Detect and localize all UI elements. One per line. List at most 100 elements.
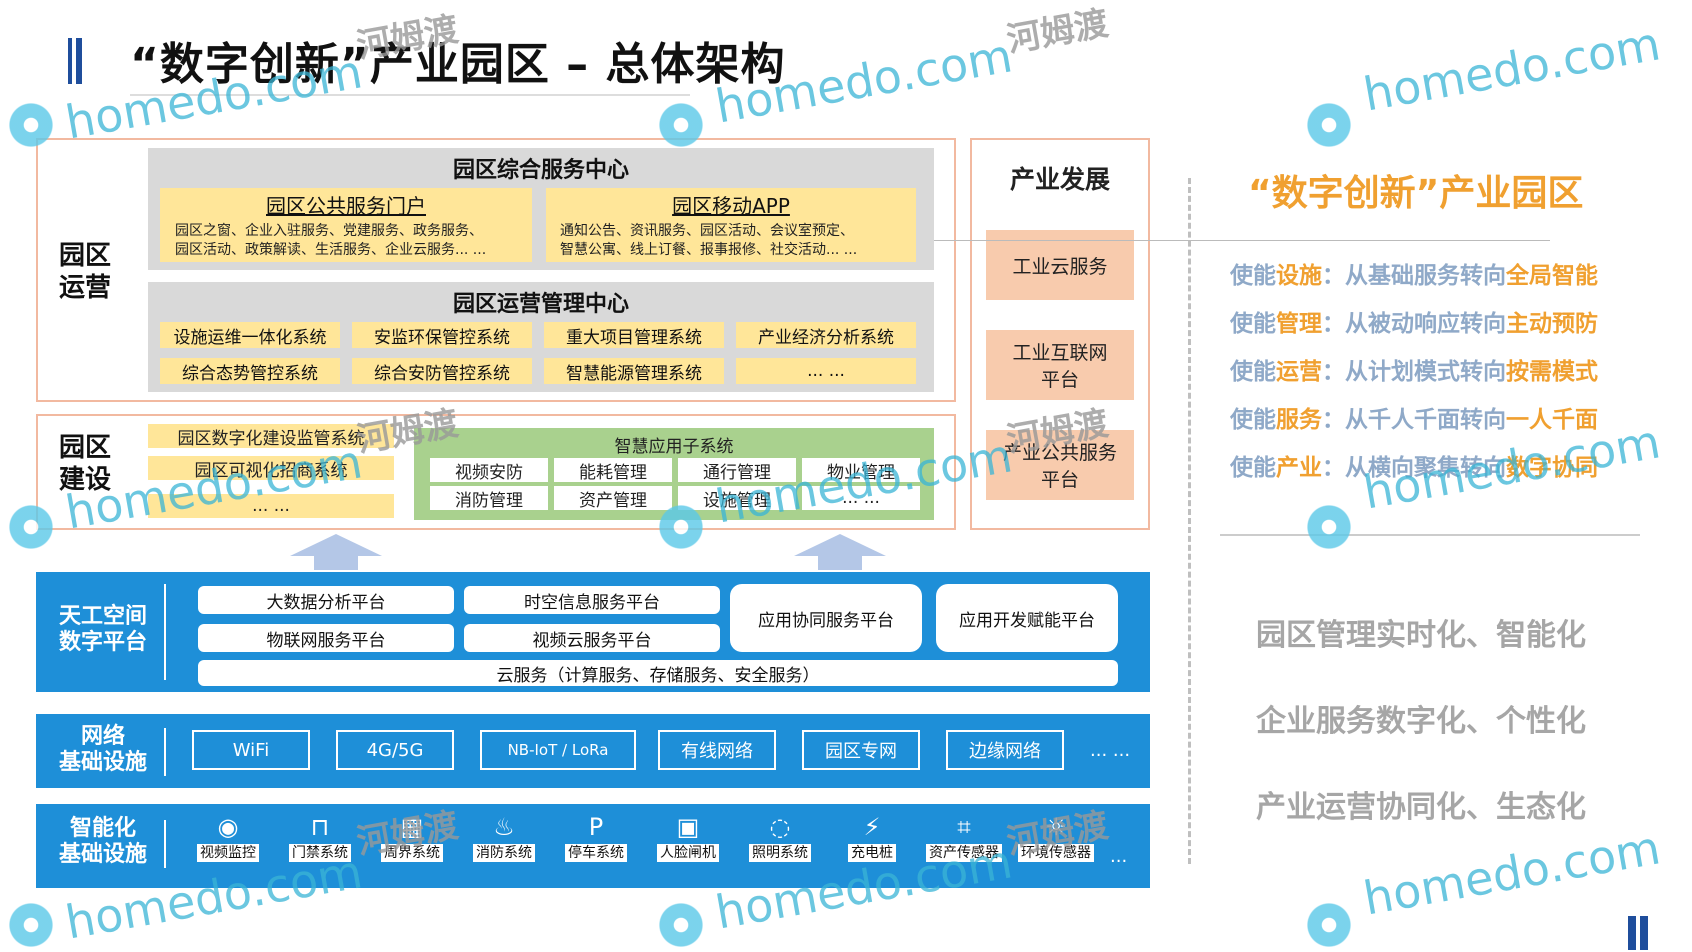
device-item[interactable]: ⚡充电桩 <box>828 812 916 862</box>
smart-app-item[interactable]: 物业管理 <box>802 458 920 483</box>
construction-item[interactable]: 园区数字化建设监管系统 <box>148 424 394 449</box>
portal-card[interactable] <box>160 188 532 262</box>
watermark-flower-icon <box>654 98 708 152</box>
industry-item[interactable]: 工业云服务 <box>986 230 1134 300</box>
app-text: 通知公告、资讯服务、园区活动、会议室预定、 智慧公寓、线上订餐、报事报修、社交活… <box>560 223 858 258</box>
network-band <box>36 714 1150 788</box>
watermark-flower-icon <box>4 98 58 152</box>
enable-line-mid: ：从被动响应转向 <box>1322 311 1506 337</box>
enable-line-end: 主动预防 <box>1506 311 1598 337</box>
watermark-flower-icon <box>1302 98 1356 152</box>
device-label: 人脸闸机 <box>657 844 719 862</box>
network-more: ... ... <box>1090 740 1131 761</box>
device-item[interactable]: ⌗ 资产传感器 <box>920 812 1008 862</box>
app-card[interactable] <box>546 188 916 262</box>
app-title[interactable]: 园区移动APP <box>672 194 790 218</box>
construction-item[interactable]: 园区可视化招商系统 <box>148 456 394 481</box>
device-label: 视频监控 <box>197 844 259 862</box>
watermark-brand: homedo.com <box>1359 820 1665 926</box>
network-item[interactable]: WiFi <box>192 730 310 770</box>
enable-line-key: 产业 <box>1276 455 1322 481</box>
platform-item[interactable]: 时空信息服务平台 <box>464 586 720 614</box>
device-item[interactable]: ⊓ 门禁系统 <box>276 812 364 862</box>
network-item[interactable]: 园区专网 <box>802 730 920 770</box>
enable-line: 使能管理：从被动响应转向主动预防 <box>1230 304 1670 352</box>
platform-big-item[interactable]: 应用协同服务平台 <box>730 584 922 652</box>
watermark-cn: 河姆渡 <box>1003 3 1112 61</box>
mgmt-system[interactable]: 综合态势管控系统 <box>160 358 340 384</box>
platform-divider <box>164 584 166 680</box>
goal-item: 企业服务数字化、个性化 <box>1256 704 1586 739</box>
sensor-icon: ⌗ <box>957 813 971 841</box>
device-label: 充电桩 <box>848 844 896 862</box>
platform-item[interactable]: 物联网服务平台 <box>198 624 454 652</box>
cloud-services[interactable]: 云服务（计算服务、存储服务、安全服务） <box>198 660 1118 686</box>
mgmt-system[interactable]: 重大项目管理系统 <box>544 322 724 348</box>
enable-line-mid: ：从千人千面转向 <box>1322 407 1506 433</box>
network-item[interactable]: 4G/5G <box>336 730 454 770</box>
smart-app-title: 智慧应用子系统 <box>614 437 734 457</box>
industry-item[interactable]: 产业公共服务 平台 <box>986 430 1134 500</box>
device-label: 资产传感器 <box>926 844 1002 862</box>
device-item[interactable]: ◉视频监控 <box>184 812 272 862</box>
smart-app-item[interactable]: 资产管理 <box>554 486 672 511</box>
network-item[interactable]: 有线网络 <box>658 730 776 770</box>
industry-title: 产业发展 <box>1009 165 1110 194</box>
smart-app-item[interactable]: 消防管理 <box>430 486 548 511</box>
corner-accent-bar <box>1640 916 1648 950</box>
up-arrow-right <box>794 534 886 570</box>
device-item[interactable]: ☼环境传感器 <box>1012 812 1100 862</box>
portal-title[interactable]: 园区公共服务门户 <box>266 194 426 218</box>
platform-item[interactable]: 大数据分析平台 <box>198 586 454 614</box>
enable-line-pre: 使能 <box>1230 311 1276 337</box>
goal-item: 园区管理实时化、智能化 <box>1256 618 1586 653</box>
face-gate-icon: ▣ <box>676 813 700 841</box>
gate-icon: ⊓ <box>310 813 330 841</box>
fence-icon: ▦ <box>400 813 424 841</box>
construction-label: 园区 建设 <box>58 433 111 495</box>
watermark-flower-icon <box>4 500 58 554</box>
network-item[interactable]: NB-IoT / LoRa <box>480 730 636 770</box>
page-title: “数字创新”产业园区 – 总体架构 <box>130 39 786 90</box>
enable-line: 使能服务：从千人千面转向一人千面 <box>1230 400 1670 448</box>
device-item[interactable]: ▣ 人脸闸机 <box>644 812 732 862</box>
smart-app-item[interactable]: 视频安防 <box>430 458 548 483</box>
portal-text: 园区之窗、企业入驻服务、党建服务、政务服务、 园区活动、政策解读、生活服务、企业… <box>175 223 487 258</box>
mgmt-system[interactable]: 综合安防管控系统 <box>352 358 532 384</box>
network-item[interactable]: 边缘网络 <box>946 730 1064 770</box>
enable-line-mid: ：从基础服务转向 <box>1322 263 1506 289</box>
enable-line-pre: 使能 <box>1230 263 1276 289</box>
industry-item[interactable]: 工业互联网 平台 <box>986 330 1134 400</box>
device-item[interactable]: ♨消防系统 <box>460 812 548 862</box>
device-label: 门禁系统 <box>289 844 351 862</box>
mgmt-system[interactable]: 安监环保管控系统 <box>352 322 532 348</box>
enable-line-mid: ：从计划模式转向 <box>1322 359 1506 385</box>
device-item[interactable]: ◌照明系统 <box>736 812 824 862</box>
mgmt-system[interactable]: 产业经济分析系统 <box>736 322 916 348</box>
mgmt-system[interactable]: 智慧能源管理系统 <box>544 358 724 384</box>
enable-line-key: 设施 <box>1276 263 1322 289</box>
mgmt-system[interactable]: 设施运维一体化系统 <box>160 322 340 348</box>
device-item[interactable]: ▦周界系统 <box>368 812 456 862</box>
mgmt-system[interactable]: ... ... <box>736 358 916 384</box>
parking-icon: P <box>588 813 604 841</box>
platform-big-item[interactable]: 应用开发赋能平台 <box>936 584 1118 652</box>
enable-line-pre: 使能 <box>1230 407 1276 433</box>
devices-more: ... <box>1110 846 1128 867</box>
watermark-brand: homedo.com <box>1359 16 1665 122</box>
platform-item[interactable]: 视频云服务平台 <box>464 624 720 652</box>
smart-app-item[interactable]: ... ... <box>802 486 920 510</box>
watermark-flower-icon <box>654 898 708 952</box>
smart-app-item[interactable]: 能耗管理 <box>554 458 672 483</box>
watermark-flower-icon <box>4 898 58 952</box>
enable-line: 使能设施：从基础服务转向全局智能 <box>1230 256 1670 304</box>
device-label: 消防系统 <box>473 844 535 862</box>
enable-line-pre: 使能 <box>1230 455 1276 481</box>
enable-line-end: 全局智能 <box>1506 263 1598 289</box>
smart-app-item[interactable]: 通行管理 <box>678 458 796 483</box>
watermark-flower-icon <box>1302 898 1356 952</box>
construction-item[interactable]: ... ... <box>148 494 394 518</box>
service-center-title: 园区综合服务中心 <box>452 158 629 183</box>
